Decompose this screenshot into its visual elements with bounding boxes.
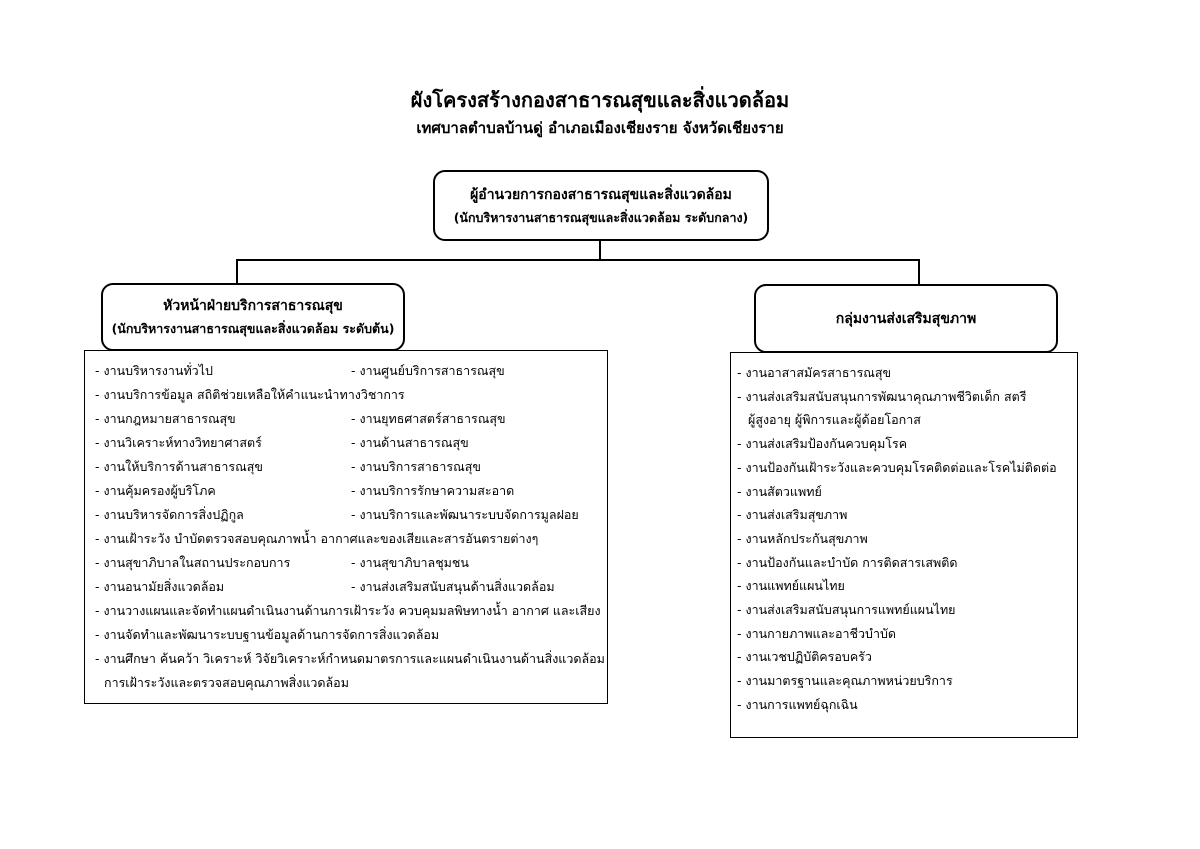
left-list-item: - งานสุขาภิบาลในสถานประกอบการ xyxy=(95,555,291,570)
left-list-item: - งานจัดทำและพัฒนาระบบฐานข้อมูลด้านการจั… xyxy=(95,627,440,642)
right-list-item: - งานสัตวแพทย์ xyxy=(737,483,822,499)
connector-top-vertical xyxy=(599,240,601,260)
right-list-item: ผู้สูงอายุ ผู้พิการและผู้ด้อยโอกาส xyxy=(748,412,921,428)
left-list-item: - งานกฎหมายสาธารณสุข xyxy=(95,411,236,426)
left-list-item: - งานด้านสาธารณสุข xyxy=(351,435,469,450)
right-list-item: - งานหลักประกันสุขภาพ xyxy=(737,530,868,546)
chart-title: ผังโครงสร้างกองสาธารณสุขและสิ่งแวดล้อม xyxy=(410,88,790,112)
right-list-item: - งานป้องกันและบำบัด การติดสารเสพติด xyxy=(737,554,958,570)
right-list-item: - งานการแพทย์ฉุกเฉิน xyxy=(737,696,858,712)
right-list-item: - งานป้องกันเฝ้าระวังและควบคุมโรคติดต่อแ… xyxy=(737,459,1057,475)
right-list-item: - งานส่งเสริมสุขภาพ xyxy=(737,507,848,523)
left-list-item: - งานบริการสาธารณสุข xyxy=(351,459,481,474)
left-list-item: การเฝ้าระวังและตรวจสอบคุณภาพสิ่งแวดล้อม xyxy=(104,675,349,690)
director-title: ผู้อำนวยการกองสาธารณสุขและสิ่งแวดล้อม xyxy=(470,186,732,203)
right-list-item: - งานเวชปฏิบัติครอบครัว xyxy=(737,649,872,665)
right-list-item: - งานส่งเสริมสนับสนุนการพัฒนาคุณภาพชีวิต… xyxy=(737,388,1027,404)
left-list-item: - งานยุทธศาสตร์สาธารณสุข xyxy=(351,411,506,426)
left-list-item: - งานบริการและพัฒนาระบบจัดการมูลฝอย xyxy=(351,507,579,522)
left-list-item: - งานวิเคราะห์ทางวิทยาศาสตร์ xyxy=(95,435,262,450)
left-list-item: - งานวางแผนและจัดทำแผนดำเนินงานด้านการเฝ… xyxy=(95,603,601,618)
connector-left-vertical xyxy=(236,259,238,284)
right-head-box: กลุ่มงานส่งเสริมสุขภาพ xyxy=(754,284,1058,353)
left-list-item: - งานศึกษา ค้นคว้า วิเคราะห์ วิจัยวิเครา… xyxy=(95,651,605,666)
left-head-box: หัวหน้าฝ่ายบริการสาธารณสุข (นักบริหารงาน… xyxy=(101,283,405,351)
left-list-item: - งานคุ้มครองผู้บริโภค xyxy=(95,483,216,498)
left-list-item: - งานศูนย์บริการสาธารณสุข xyxy=(351,363,505,378)
right-list-item: - งานอาสาสมัครสาธารณสุข xyxy=(737,365,892,380)
right-list-item: - งานส่งเสริมสนับสนุนการแพทย์แผนไทย xyxy=(737,602,956,617)
left-list-item: - งานบริการรักษาความสะอาด xyxy=(351,483,515,498)
director-subtitle: (นักบริหารงานสาธารณสุขและสิ่งแวดล้อม ระด… xyxy=(453,209,749,225)
left-list-item: - งานบริการข้อมูล สถิติช่วยเหลือให้คำแนะ… xyxy=(95,387,405,402)
right-list-item: - งานมาตรฐานและคุณภาพหน่วยบริการ xyxy=(737,673,953,689)
right-list-item: - งานกายภาพและอาชีวบำบัด xyxy=(737,625,897,641)
left-head-title: หัวหน้าฝ่ายบริการสาธารณสุข xyxy=(163,298,343,314)
left-list-item: - งานเฝ้าระวัง บำบัดตรวจสอบคุณภาพน้ำ อาก… xyxy=(95,531,539,546)
left-head-subtitle: (นักบริหารงานสาธารณสุขและสิ่งแวดล้อม ระด… xyxy=(111,321,395,336)
right-duties-list xyxy=(730,352,1078,738)
chart-subtitle: เทศบาลตำบลบ้านดู่ อำเภอเมืองเชียงราย จัง… xyxy=(416,119,784,137)
right-list-item: - งานแพทย์แผนไทย xyxy=(737,578,845,594)
connector-horizontal xyxy=(236,259,919,261)
right-list-item: - งานส่งเสริมป้องกันควบคุมโรค xyxy=(737,436,908,452)
connector-right-vertical xyxy=(918,259,920,284)
left-list-item: - งานให้บริการด้านสาธารณสุข xyxy=(95,459,263,474)
left-list-item: - งานส่งเสริมสนับสนุนด้านสิ่งแวดล้อม xyxy=(351,579,555,594)
director-box: ผู้อำนวยการกองสาธารณสุขและสิ่งแวดล้อม (น… xyxy=(433,170,769,241)
left-list-item: - งานอนามัยสิ่งแวดล้อม xyxy=(95,579,225,594)
left-duties-list xyxy=(84,350,608,704)
right-head-title: กลุ่มงานส่งเสริมสุขภาพ xyxy=(835,310,977,327)
left-list-item: - งานบริหารจัดการสิ่งปฏิกูล xyxy=(95,507,244,522)
left-list-item: - งานสุขาภิบาลชุมชน xyxy=(351,555,469,570)
left-list-item: - งานบริหารงานทั่วไป xyxy=(95,363,213,378)
